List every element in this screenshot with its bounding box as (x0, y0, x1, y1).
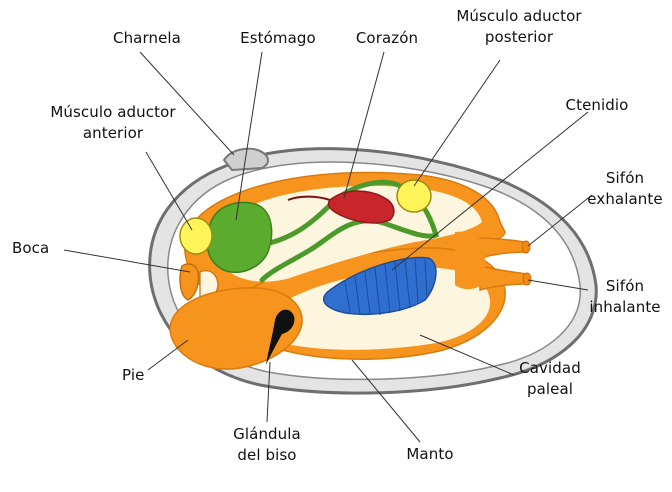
label-musculo-anterior: Músculo aductor anterior (38, 102, 188, 144)
label-musculo-anterior-line2: anterior (38, 123, 188, 144)
label-glandula-biso-line1: Glándula (212, 424, 322, 445)
label-musculo-posterior: Músculo aductor posterior (444, 6, 594, 48)
label-pie: Pie (122, 365, 162, 385)
label-sifon-inhalante: Sifón inhalante (580, 276, 670, 318)
anterior-adductor (180, 218, 212, 254)
label-estomago: Estómago (228, 28, 328, 48)
label-cavidad-paleal: Cavidad paleal (500, 358, 600, 400)
label-corazon: Corazón (342, 28, 432, 48)
label-sifon-exhalante-line1: Sifón (580, 168, 670, 189)
posterior-adductor (397, 180, 431, 212)
label-cavidad-paleal-line1: Cavidad (500, 358, 600, 379)
label-sifon-inhalante-line1: Sifón (580, 276, 670, 297)
label-charnela: Charnela (102, 28, 192, 48)
label-musculo-posterior-line2: posterior (444, 27, 594, 48)
label-musculo-anterior-line1: Músculo aductor (38, 102, 188, 123)
label-boca: Boca (12, 238, 72, 258)
label-glandula-biso: Glándula del biso (212, 424, 322, 466)
label-sifon-inhalante-line2: inhalante (580, 297, 670, 318)
siphon-inhalant-opening (523, 273, 531, 285)
label-musculo-posterior-line1: Músculo aductor (444, 6, 594, 27)
siphon-base (455, 232, 485, 290)
siphon-exhalant-opening (522, 241, 530, 253)
label-ctenidio: Ctenidio (552, 95, 642, 115)
label-manto: Manto (390, 444, 470, 464)
label-cavidad-paleal-line2: paleal (500, 379, 600, 400)
label-sifon-exhalante-line2: exhalante (580, 189, 670, 210)
label-glandula-biso-line2: del biso (212, 445, 322, 466)
stomach (207, 202, 272, 272)
label-sifon-exhalante: Sifón exhalante (580, 168, 670, 210)
